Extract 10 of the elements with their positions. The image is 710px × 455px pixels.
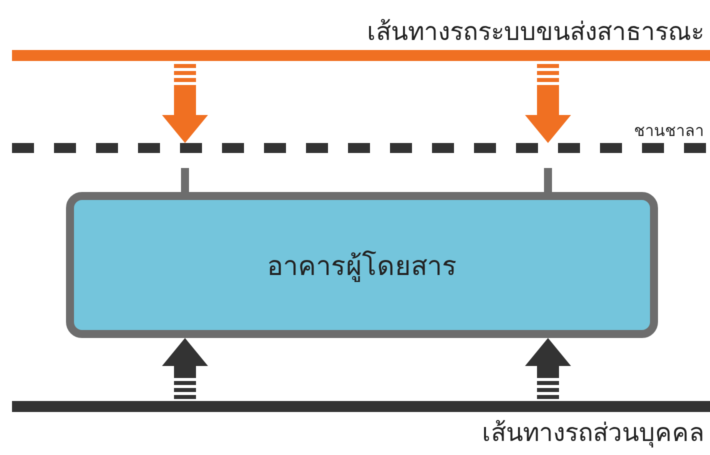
- building-box: อาคารผู้โดยสาร: [66, 192, 658, 338]
- arrow: [162, 64, 208, 143]
- route-label: เส้นทางรถระบบขนส่งสาธารณะ: [367, 17, 704, 47]
- arrow: [525, 64, 571, 143]
- connector-line: [181, 168, 189, 192]
- platform-label: ชานชาลา: [634, 120, 704, 140]
- route-label: เส้นทางรถส่วนบุคคล: [482, 418, 704, 448]
- connector-line: [544, 168, 552, 192]
- arrow: [525, 338, 571, 399]
- arrow: [162, 338, 208, 399]
